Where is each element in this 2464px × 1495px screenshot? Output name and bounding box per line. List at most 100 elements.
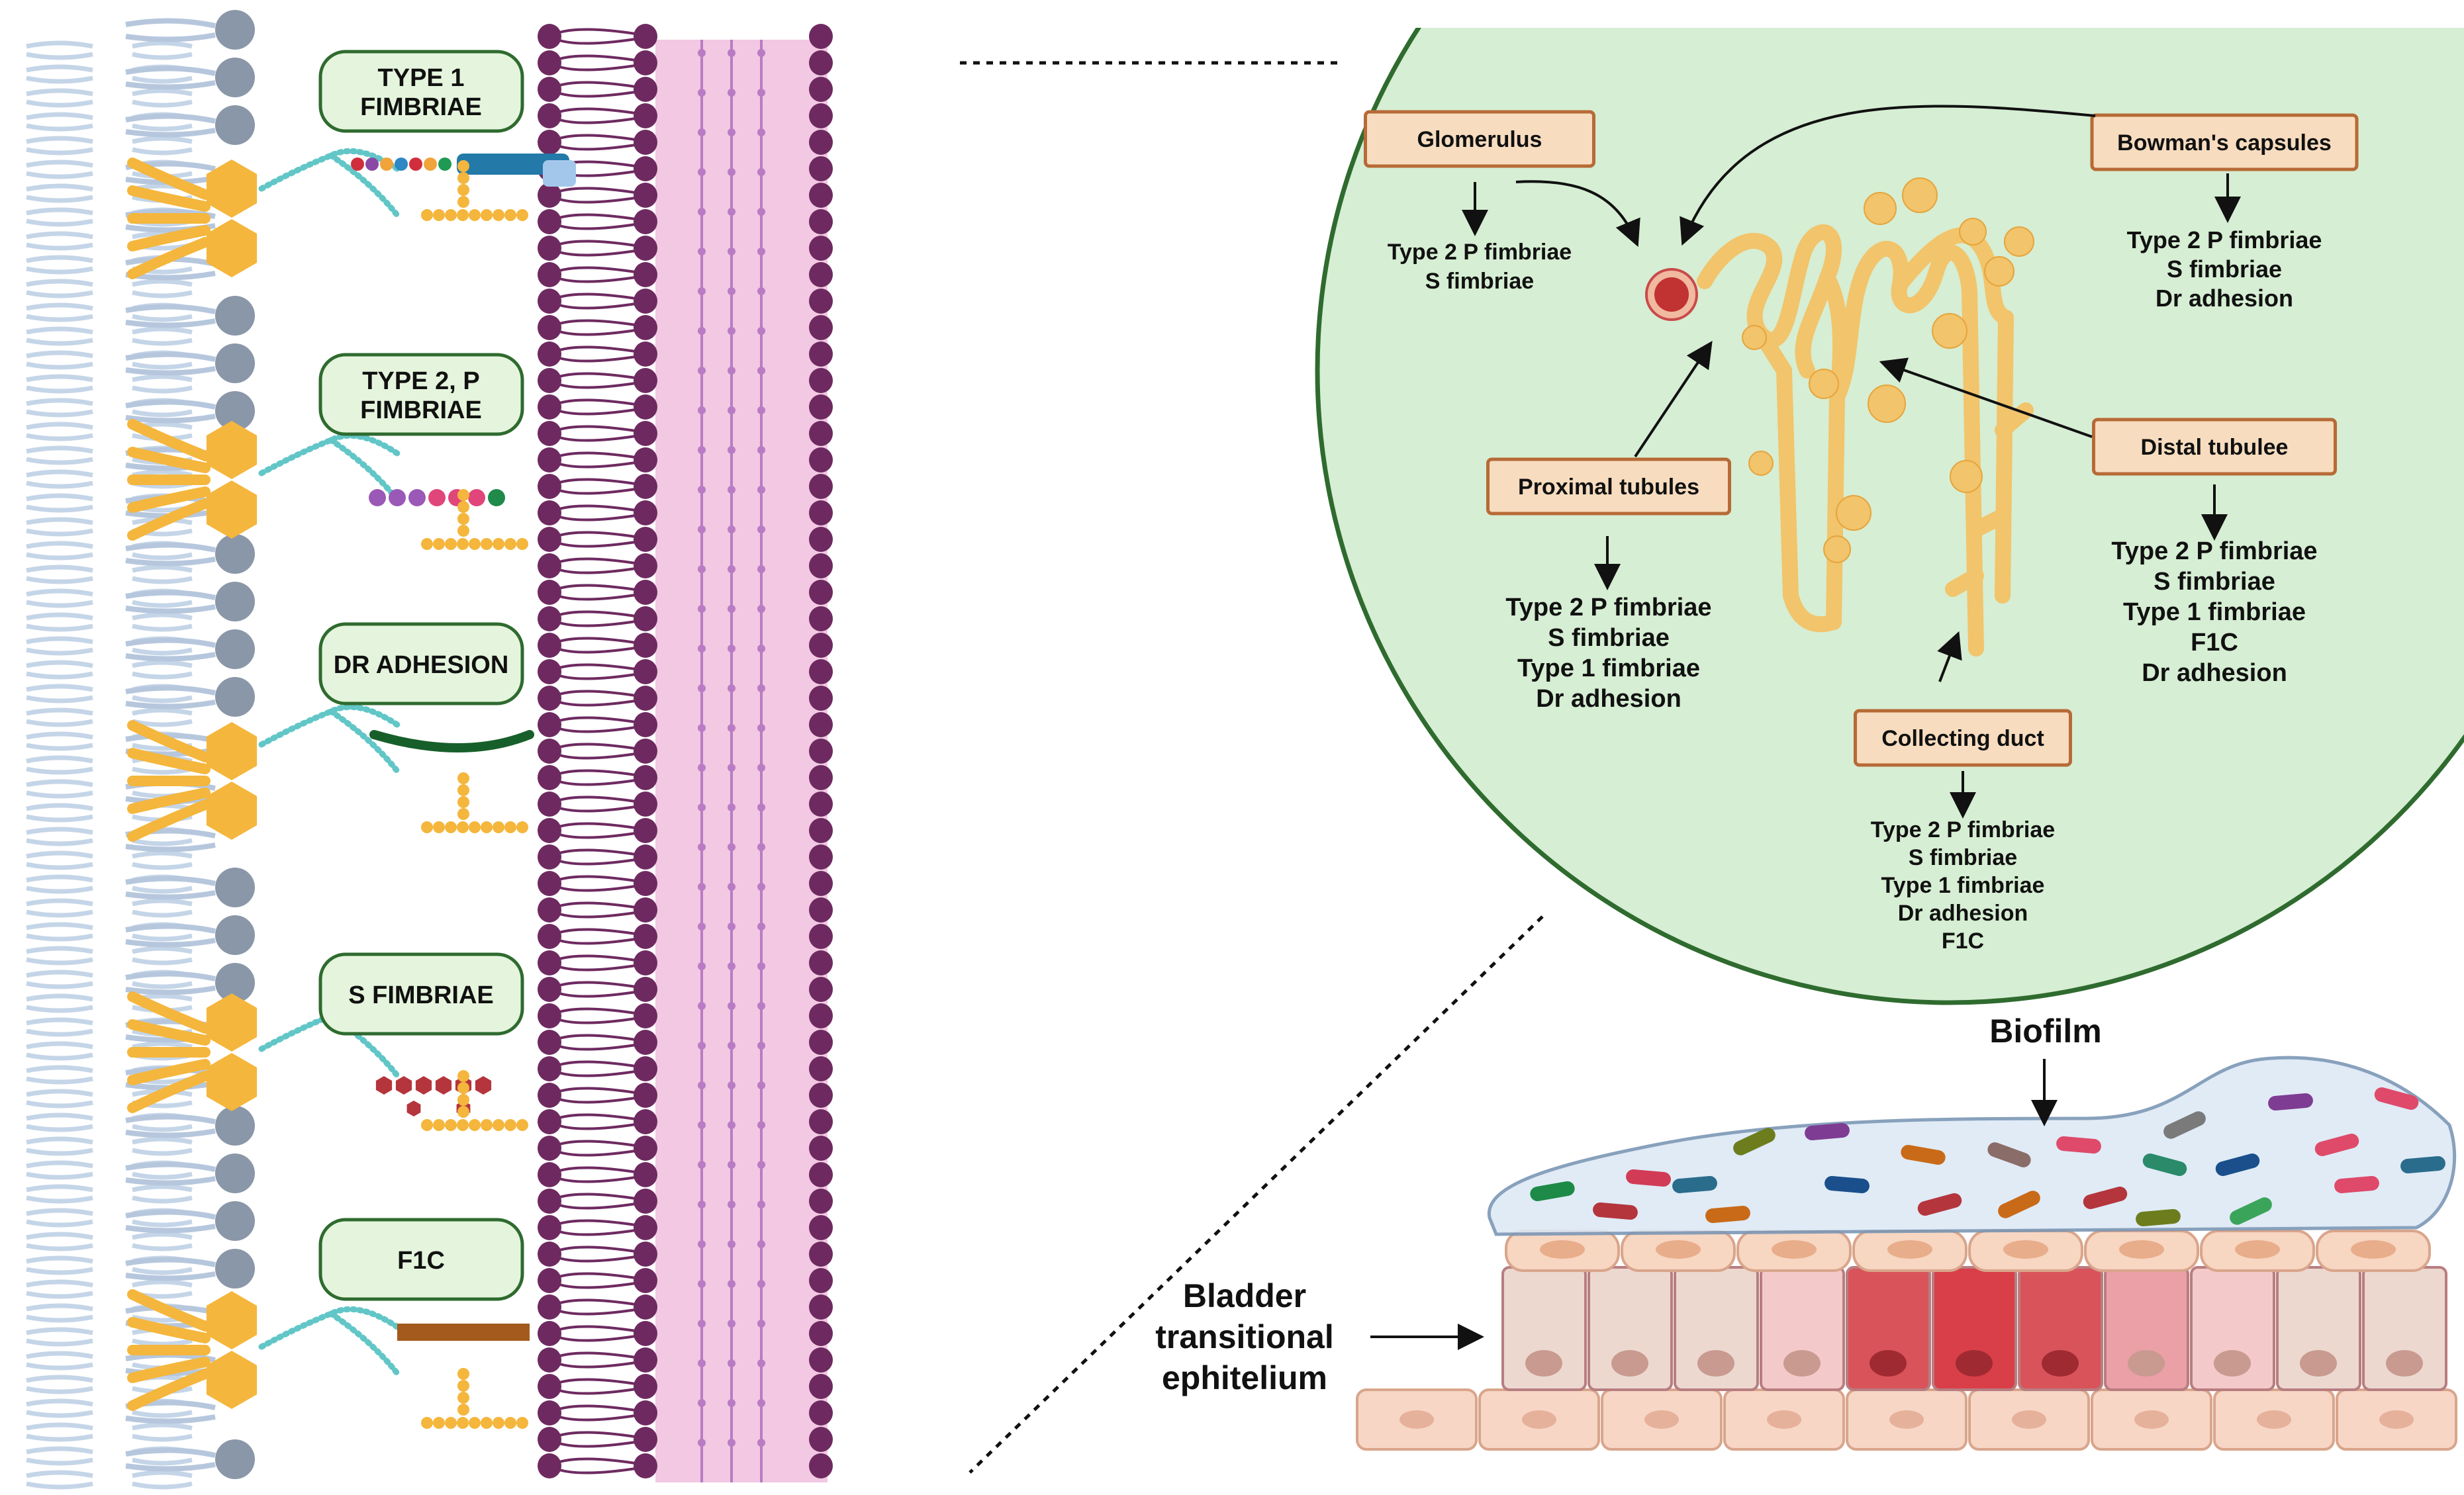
wall-lipid-head (538, 77, 561, 102)
nephron-bud (1902, 177, 1938, 213)
wall-lipid-tail (559, 1282, 636, 1289)
wall-lipid-tail (559, 197, 636, 204)
wall-lipid-head (634, 1347, 657, 1373)
arrow (1680, 105, 2096, 246)
background-lipid-tail (26, 266, 93, 275)
lps-bead (481, 821, 493, 833)
host-glycan-fibril (258, 1306, 401, 1377)
background-lipid-tail (26, 1314, 93, 1323)
background-lipid-tail (132, 409, 193, 418)
basal-nucleus (2012, 1410, 2046, 1429)
background-lipid-tail (26, 422, 93, 430)
receptor-tail (127, 1071, 211, 1113)
wall-lipid-head (538, 580, 561, 605)
peptidoglycan-node (757, 446, 765, 454)
lps-bead (433, 538, 445, 550)
wall-lipid-head (634, 659, 657, 684)
lipid-tail (125, 700, 216, 709)
background-lipid-tail (26, 1195, 93, 1204)
peptidoglycan-node (728, 1002, 735, 1010)
lipid-tail (125, 1257, 216, 1267)
nephron-illustration (1645, 177, 2034, 657)
wall-lipid-tail (559, 117, 636, 124)
fimbriae-list-item: Type 2 P fimbriae (2127, 226, 2322, 253)
background-lipid-tail (26, 1470, 93, 1478)
receptor-sugar (375, 1076, 393, 1095)
background-lipid-tail (26, 612, 93, 621)
lipid-tail (125, 1447, 216, 1458)
wall-lipid-tail (559, 911, 636, 919)
lipid-head (215, 1201, 255, 1241)
background-lipid-tail (132, 576, 193, 584)
peptidoglycan-node (757, 128, 765, 136)
background-lipid-tail (26, 970, 93, 978)
wall-lipid-tail (559, 1044, 636, 1051)
wall-lipid-tail (559, 620, 636, 627)
wall-lipid-head (538, 739, 561, 764)
wall-lipid-head (538, 659, 561, 684)
epithelium-label: Bladder (1183, 1277, 1306, 1314)
wall-lipid-head (634, 1242, 657, 1267)
lps-bead (421, 821, 433, 833)
wall-lipid-tail (559, 1298, 636, 1306)
peptidoglycan-node (728, 208, 735, 216)
background-lipid-tail (26, 350, 93, 359)
wall-lipid-head (634, 1030, 657, 1055)
wall-lipid-head (634, 50, 657, 75)
background-lipid-tail (26, 326, 93, 335)
background-lipid-tail (26, 838, 93, 846)
peptidoglycan-node (698, 89, 706, 97)
wall-lipid-head (809, 130, 833, 155)
peptidoglycan-node (728, 327, 735, 335)
fimbriae-list-item: Type 2 P fimbriae (2111, 537, 2317, 565)
wall-lipid-head (538, 553, 561, 578)
wall-lipid-head (809, 24, 833, 49)
wall-lipid-head (634, 77, 657, 102)
peptidoglycan-node (728, 962, 735, 970)
background-lipid-tail (132, 1410, 193, 1418)
wall-lipid-tail (559, 504, 636, 512)
arrow (1515, 180, 1640, 248)
peptidoglycan-node (698, 49, 706, 57)
wall-lipid-head (538, 818, 561, 843)
nephron-tubule (1945, 402, 2034, 597)
nephron-bud (1836, 495, 1872, 531)
wall-lipid-tail (559, 1246, 636, 1253)
lps-bead (469, 821, 481, 833)
wall-lipid-head (634, 209, 657, 234)
basal-nucleus (1889, 1410, 1924, 1429)
peptidoglycan-node (728, 168, 735, 176)
background-lipid-tail (132, 1124, 193, 1132)
lps-bead (457, 172, 469, 184)
wall-lipid-tail (559, 1034, 636, 1041)
peptidoglycan-node (698, 248, 706, 255)
bacterium (2314, 1134, 2359, 1156)
peptidoglycan-node (757, 1121, 765, 1129)
lps-bead (433, 1417, 445, 1429)
wall-lipid-head (634, 739, 657, 764)
wall-lipid-head (634, 553, 657, 578)
wall-lipid-head (538, 24, 561, 49)
lipid-tail (125, 876, 216, 886)
peptidoglycan-node (757, 1201, 765, 1208)
wall-lipid-head (809, 500, 833, 525)
background-lipid-tail (132, 52, 193, 60)
host-glycan-fibril (258, 703, 401, 774)
wall-lipid-tail (559, 81, 636, 88)
lipid-head (215, 10, 255, 50)
lps-bead (457, 784, 469, 796)
background-lipid-tail (132, 647, 193, 656)
background-lipid-tail (26, 136, 93, 144)
wall-lipid-head (809, 1374, 833, 1399)
receptor-tail (127, 1357, 211, 1383)
umbrella-nucleus (1772, 1240, 1817, 1259)
receptor-tail (127, 1059, 211, 1085)
peptidoglycan-node (757, 168, 765, 176)
region-label-box (1486, 457, 1731, 516)
wall-lipid-head (538, 1136, 561, 1161)
peptidoglycan-node (728, 486, 735, 494)
peptidoglycan-node (698, 446, 706, 454)
peptidoglycan-node (698, 1201, 706, 1208)
background-lipid-tail (26, 1124, 93, 1132)
